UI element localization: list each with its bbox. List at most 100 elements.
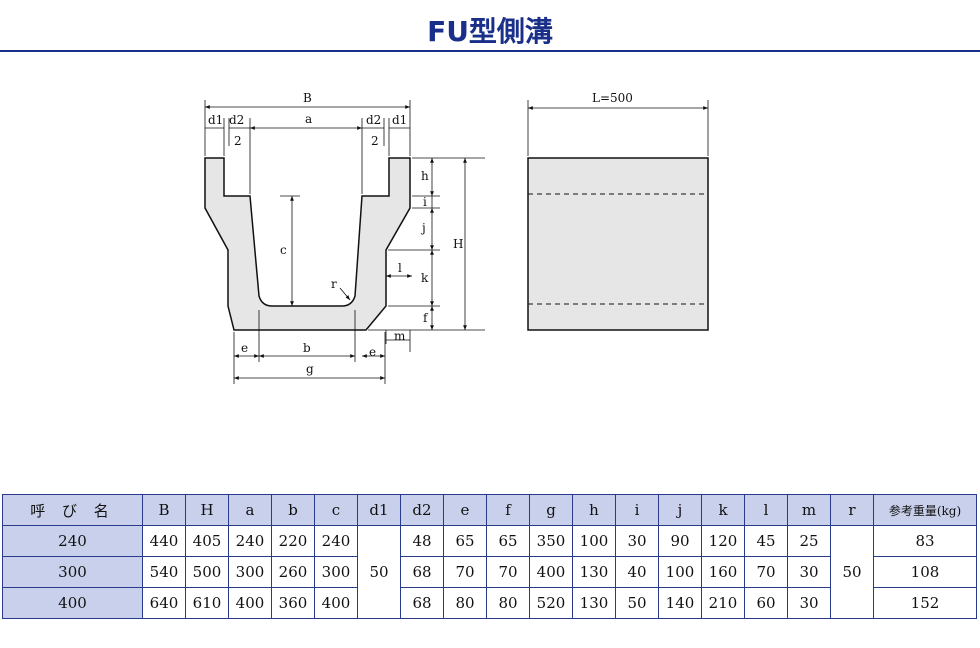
cell-a: 240 — [228, 525, 272, 557]
spec-table: 呼 び 名 B H a b c d1 d2 e f g h i j k l m … — [2, 494, 977, 619]
cell-weight: 152 — [873, 587, 977, 619]
cell-l: 70 — [744, 556, 788, 588]
table-row: 300 540 500 300 260 300 68 70 70 400 130… — [2, 556, 977, 588]
cell-m: 30 — [787, 556, 831, 588]
cell-e: 70 — [443, 556, 487, 588]
label-l: l — [398, 261, 402, 275]
cell-H: 405 — [185, 525, 229, 557]
cell-h: 100 — [572, 525, 616, 557]
header-g: g — [529, 494, 573, 526]
label-e-left: e — [241, 341, 248, 355]
label-d1-right: d1 — [392, 113, 407, 127]
cell-a: 300 — [228, 556, 272, 588]
cell-f: 70 — [486, 556, 530, 588]
label-length: L=500 — [592, 91, 633, 105]
cell-c: 300 — [314, 556, 358, 588]
cell-k: 160 — [701, 556, 745, 588]
label-a: a — [305, 112, 312, 126]
cell-B: 540 — [142, 556, 186, 588]
cell-l: 60 — [744, 587, 788, 619]
cell-d2: 48 — [400, 525, 444, 557]
cell-f: 65 — [486, 525, 530, 557]
header-c: c — [314, 494, 358, 526]
header-r: r — [830, 494, 874, 526]
label-H: H — [453, 237, 463, 251]
cell-h: 130 — [572, 587, 616, 619]
label-j: j — [420, 221, 426, 235]
label-b: b — [303, 341, 311, 355]
cell-e: 65 — [443, 525, 487, 557]
label-m: m — [394, 329, 406, 343]
header-l: l — [744, 494, 788, 526]
label-i: i — [423, 195, 427, 209]
cell-d1-merged: 50 — [357, 525, 401, 619]
label-k: k — [421, 271, 429, 285]
cell-r-merged: 50 — [830, 525, 874, 619]
header-name: 呼 び 名 — [2, 494, 143, 526]
cell-m: 30 — [787, 587, 831, 619]
cell-f: 80 — [486, 587, 530, 619]
cell-b: 360 — [271, 587, 315, 619]
cell-j: 140 — [658, 587, 702, 619]
header-e: e — [443, 494, 487, 526]
cell-g: 520 — [529, 587, 573, 619]
cell-c: 400 — [314, 587, 358, 619]
label-h: h — [421, 169, 429, 183]
table-row: 400 640 610 400 360 400 68 80 80 520 130… — [2, 587, 977, 619]
header-a: a — [228, 494, 272, 526]
label-r: r — [331, 277, 337, 291]
cell-m: 25 — [787, 525, 831, 557]
cell-l: 45 — [744, 525, 788, 557]
cell-d2: 68 — [400, 556, 444, 588]
row-name: 240 — [2, 525, 143, 557]
spec-table-header: 呼 び 名 B H a b c d1 d2 e f g h i j k l m … — [2, 494, 977, 526]
cell-b: 220 — [271, 525, 315, 557]
cell-c: 240 — [314, 525, 358, 557]
cell-g: 350 — [529, 525, 573, 557]
cell-b: 260 — [271, 556, 315, 588]
label-two-right: 2 — [371, 134, 379, 148]
channel-cross-section — [204, 157, 411, 331]
cell-e: 80 — [443, 587, 487, 619]
header-weight: 参考重量(kg) — [873, 494, 977, 526]
cell-j: 100 — [658, 556, 702, 588]
label-d1-left: d1 — [208, 113, 223, 127]
page-title: FU型側溝 — [427, 15, 553, 48]
header-h: h — [572, 494, 616, 526]
header-j: j — [658, 494, 702, 526]
label-f: f — [423, 311, 429, 325]
header-H: H — [185, 494, 229, 526]
header-d2: d2 — [400, 494, 444, 526]
header-d1: d1 — [357, 494, 401, 526]
header-k: k — [701, 494, 745, 526]
header-B: B — [142, 494, 186, 526]
row-name: 400 — [2, 587, 143, 619]
cell-weight: 83 — [873, 525, 977, 557]
label-d2-right: d2 — [366, 113, 381, 127]
cell-H: 500 — [185, 556, 229, 588]
header-m: m — [787, 494, 831, 526]
cell-d2: 68 — [400, 587, 444, 619]
cell-h: 130 — [572, 556, 616, 588]
title-rule — [0, 50, 980, 52]
label-d2-left: d2 — [229, 113, 244, 127]
cell-i: 50 — [615, 587, 659, 619]
label-g: g — [306, 362, 314, 376]
header-b: b — [271, 494, 315, 526]
cell-weight: 108 — [873, 556, 977, 588]
cell-k: 120 — [701, 525, 745, 557]
cell-a: 400 — [228, 587, 272, 619]
cell-k: 210 — [701, 587, 745, 619]
cell-B: 640 — [142, 587, 186, 619]
label-e-right: e — [369, 345, 376, 359]
label-c: c — [280, 243, 287, 257]
cell-i: 30 — [615, 525, 659, 557]
row-name: 300 — [2, 556, 143, 588]
cell-j: 90 — [658, 525, 702, 557]
header-f: f — [486, 494, 530, 526]
cell-i: 40 — [615, 556, 659, 588]
cell-H: 610 — [185, 587, 229, 619]
label-B: B — [303, 91, 312, 105]
cell-g: 400 — [529, 556, 573, 588]
technical-drawing: B d1 d2 2 a d2 2 d1 c r e b e g h i j k … — [204, 91, 709, 384]
